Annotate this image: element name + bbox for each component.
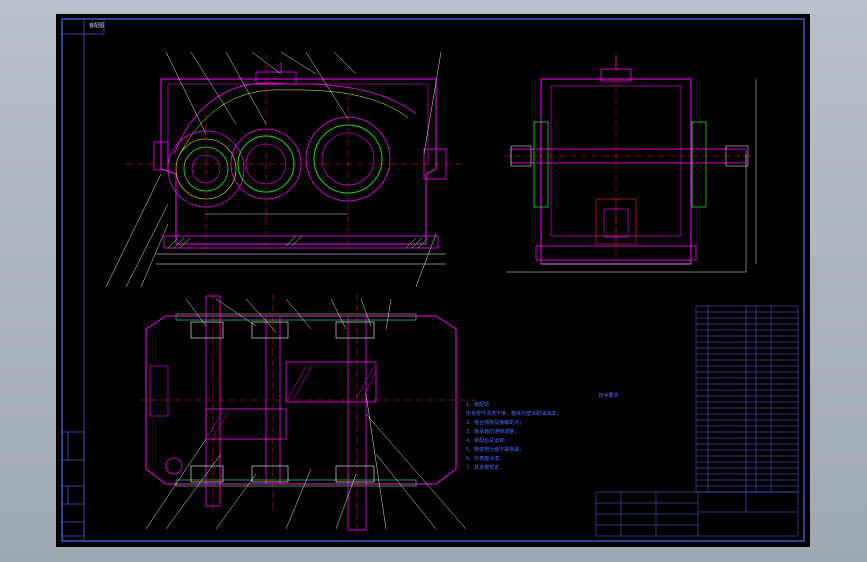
note-line: 3、轴承轴向游隙调整； <box>466 429 520 435</box>
assembly-drawing <box>61 18 805 542</box>
front-view <box>105 51 461 288</box>
note-line: 4、装配后试运转； <box>466 438 510 444</box>
note-line: 6、外表面涂漆； <box>466 456 505 462</box>
drawing-canvas[interactable]: 装配图 <box>56 14 810 547</box>
notes-heading-1: 技术要求 <box>598 393 619 399</box>
notes-heading-2: 1、装配前 <box>466 402 490 408</box>
note-line: 7、其余按规定。 <box>466 465 505 471</box>
note-line: 所有零件清洗干净，箱体内壁涂耐油油漆； <box>466 411 562 417</box>
inner-border <box>83 18 805 542</box>
left-strip <box>61 431 85 537</box>
section-view <box>141 294 476 534</box>
technical-notes: 技术要求 1、装配前 所有零件清洗干净，箱体内壁涂耐油油漆； 2、啮合侧隙及接触… <box>466 392 711 473</box>
title-tag-box <box>61 18 105 35</box>
note-line: 2、啮合侧隙及接触斑点； <box>466 420 525 426</box>
note-line: 5、箱体剖分面不得渗漏； <box>466 447 525 453</box>
parts-list-table <box>695 305 799 493</box>
side-view <box>504 54 757 273</box>
drawing-title-tag: 装配图 <box>89 23 105 29</box>
title-block <box>595 491 799 537</box>
